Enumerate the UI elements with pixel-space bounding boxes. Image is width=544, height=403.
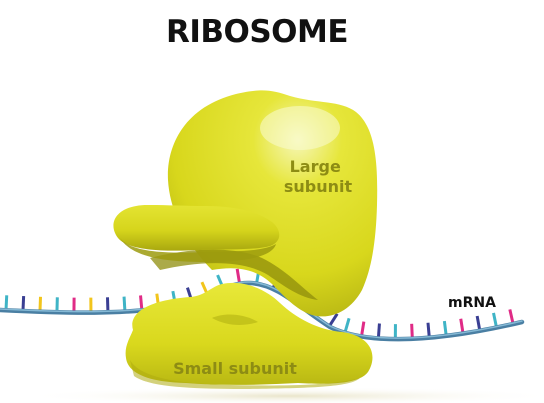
mrna-base (122, 296, 127, 312)
label-large-subunit-line2: subunit (284, 177, 353, 196)
small-subunit-body (125, 282, 373, 385)
mrna-base (376, 323, 381, 339)
mrna-base (475, 315, 482, 332)
diagram-title: RIBOSOME (165, 14, 349, 50)
large-subunit-underside (150, 249, 318, 300)
label-large-subunit: Large subunit (284, 157, 353, 196)
mrna-strand-highlight (0, 281, 523, 339)
large-subunit-highlight (260, 106, 340, 150)
label-mrna: mRNA (448, 295, 496, 311)
mrna-base (21, 296, 26, 312)
mrna-base (38, 296, 43, 312)
mrna-base (508, 309, 515, 325)
mrna-base (410, 323, 414, 339)
large-subunit-lip (113, 204, 280, 251)
mrna-base (459, 318, 465, 334)
label-large-subunit-line1: Large (290, 157, 341, 176)
floor-shadow (20, 387, 544, 403)
mrna-base (343, 317, 351, 334)
label-small-subunit: Small subunit (173, 359, 297, 378)
mrna-base (235, 268, 242, 284)
mrna-base (492, 312, 498, 328)
small-subunit-groove (212, 314, 258, 325)
mrna-base (426, 322, 431, 338)
mrna-base (360, 321, 366, 337)
mrna-strand (0, 280, 525, 342)
large-subunit-lip-shadow (120, 238, 276, 262)
mrna-base (442, 320, 448, 337)
mrna-base (4, 295, 9, 311)
mrna-base (327, 313, 339, 328)
mrna-base (139, 295, 144, 311)
